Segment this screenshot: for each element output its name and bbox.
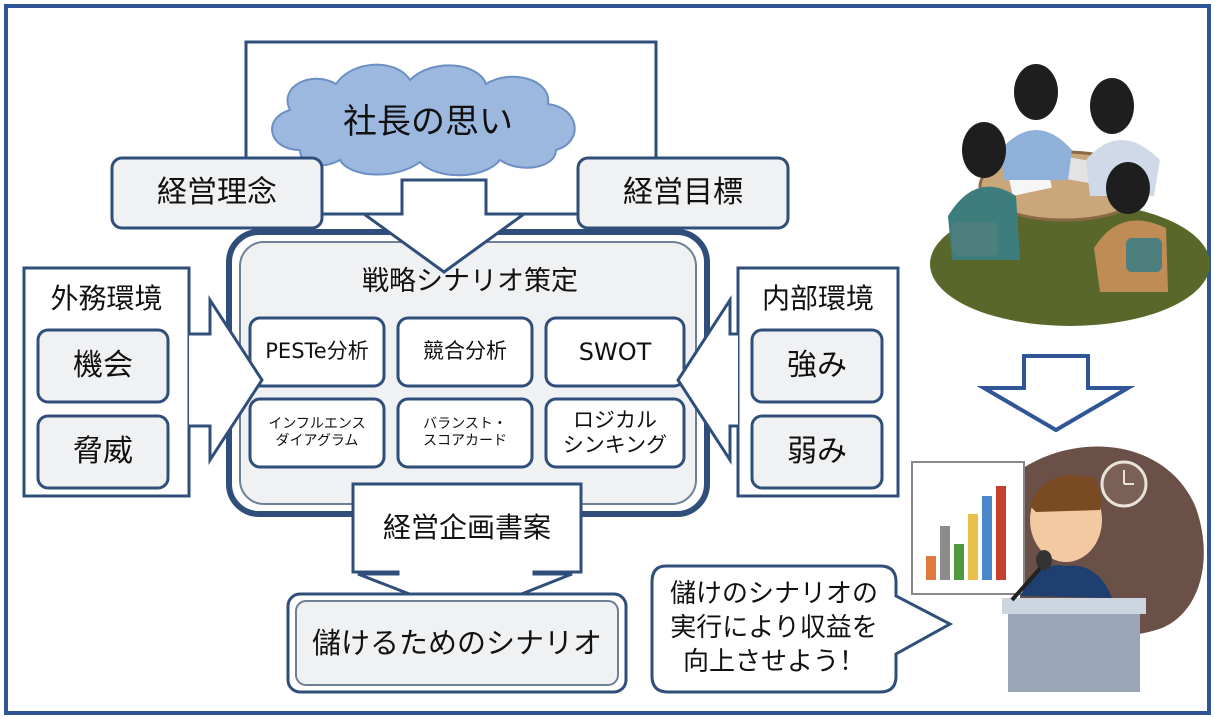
- threat-label: 脅威: [73, 434, 133, 469]
- tool-label-peste: PESTe分析: [265, 339, 369, 364]
- vision-cloud: [271, 63, 576, 177]
- result-box-inner: [295, 600, 619, 686]
- tool-label-bsc: バランスト・ スコアカード: [423, 416, 507, 449]
- tool-box: [248, 397, 386, 469]
- external-title: 外務環境: [50, 282, 163, 316]
- philosophy-box: [110, 156, 324, 230]
- internal-title: 内部環境: [761, 282, 874, 316]
- philosophy-label: 経営理念: [157, 175, 277, 210]
- opportunity-box: [36, 328, 170, 404]
- tool-box: [544, 316, 686, 388]
- tool-box: [544, 397, 686, 469]
- goals-label: 経営目標: [623, 175, 743, 210]
- tool-label-swot: SWOT: [578, 337, 652, 366]
- vision-label: 社長の思い: [343, 101, 513, 142]
- tool-label-competition: 競合分析: [423, 339, 507, 364]
- internal-left-arrow: [676, 294, 738, 466]
- weakness-label: 弱み: [787, 434, 847, 469]
- vision-down-arrow: [359, 178, 529, 274]
- tool-label-influence: インフルエンス ダイアグラム: [268, 416, 366, 449]
- external-right-arrow: [189, 294, 264, 466]
- meeting-illustration: [930, 64, 1210, 326]
- threat-box: [36, 414, 170, 490]
- right-down-arrow: [976, 354, 1136, 433]
- strength-box: [750, 328, 884, 404]
- strength-label: 強み: [787, 348, 847, 383]
- opportunity-label: 機会: [73, 348, 133, 383]
- goals-box: [576, 156, 790, 230]
- result-label: 儲けるためのシナリオ: [311, 625, 602, 660]
- tool-box: [248, 316, 386, 388]
- speech-bubble: [650, 564, 954, 694]
- tool-box: [396, 397, 534, 469]
- tool-box: [396, 316, 534, 388]
- strategy-title: 戦略シナリオ策定: [362, 265, 578, 297]
- tool-label-logical: ロジカル シンキング: [562, 407, 668, 457]
- presenter-illustration: [911, 446, 1204, 692]
- weakness-box: [750, 414, 884, 490]
- plan-label: 経営企画書案: [382, 511, 551, 545]
- speech-text: 儲けのシナリオの 実行により収益を 向上させよう！: [669, 579, 878, 677]
